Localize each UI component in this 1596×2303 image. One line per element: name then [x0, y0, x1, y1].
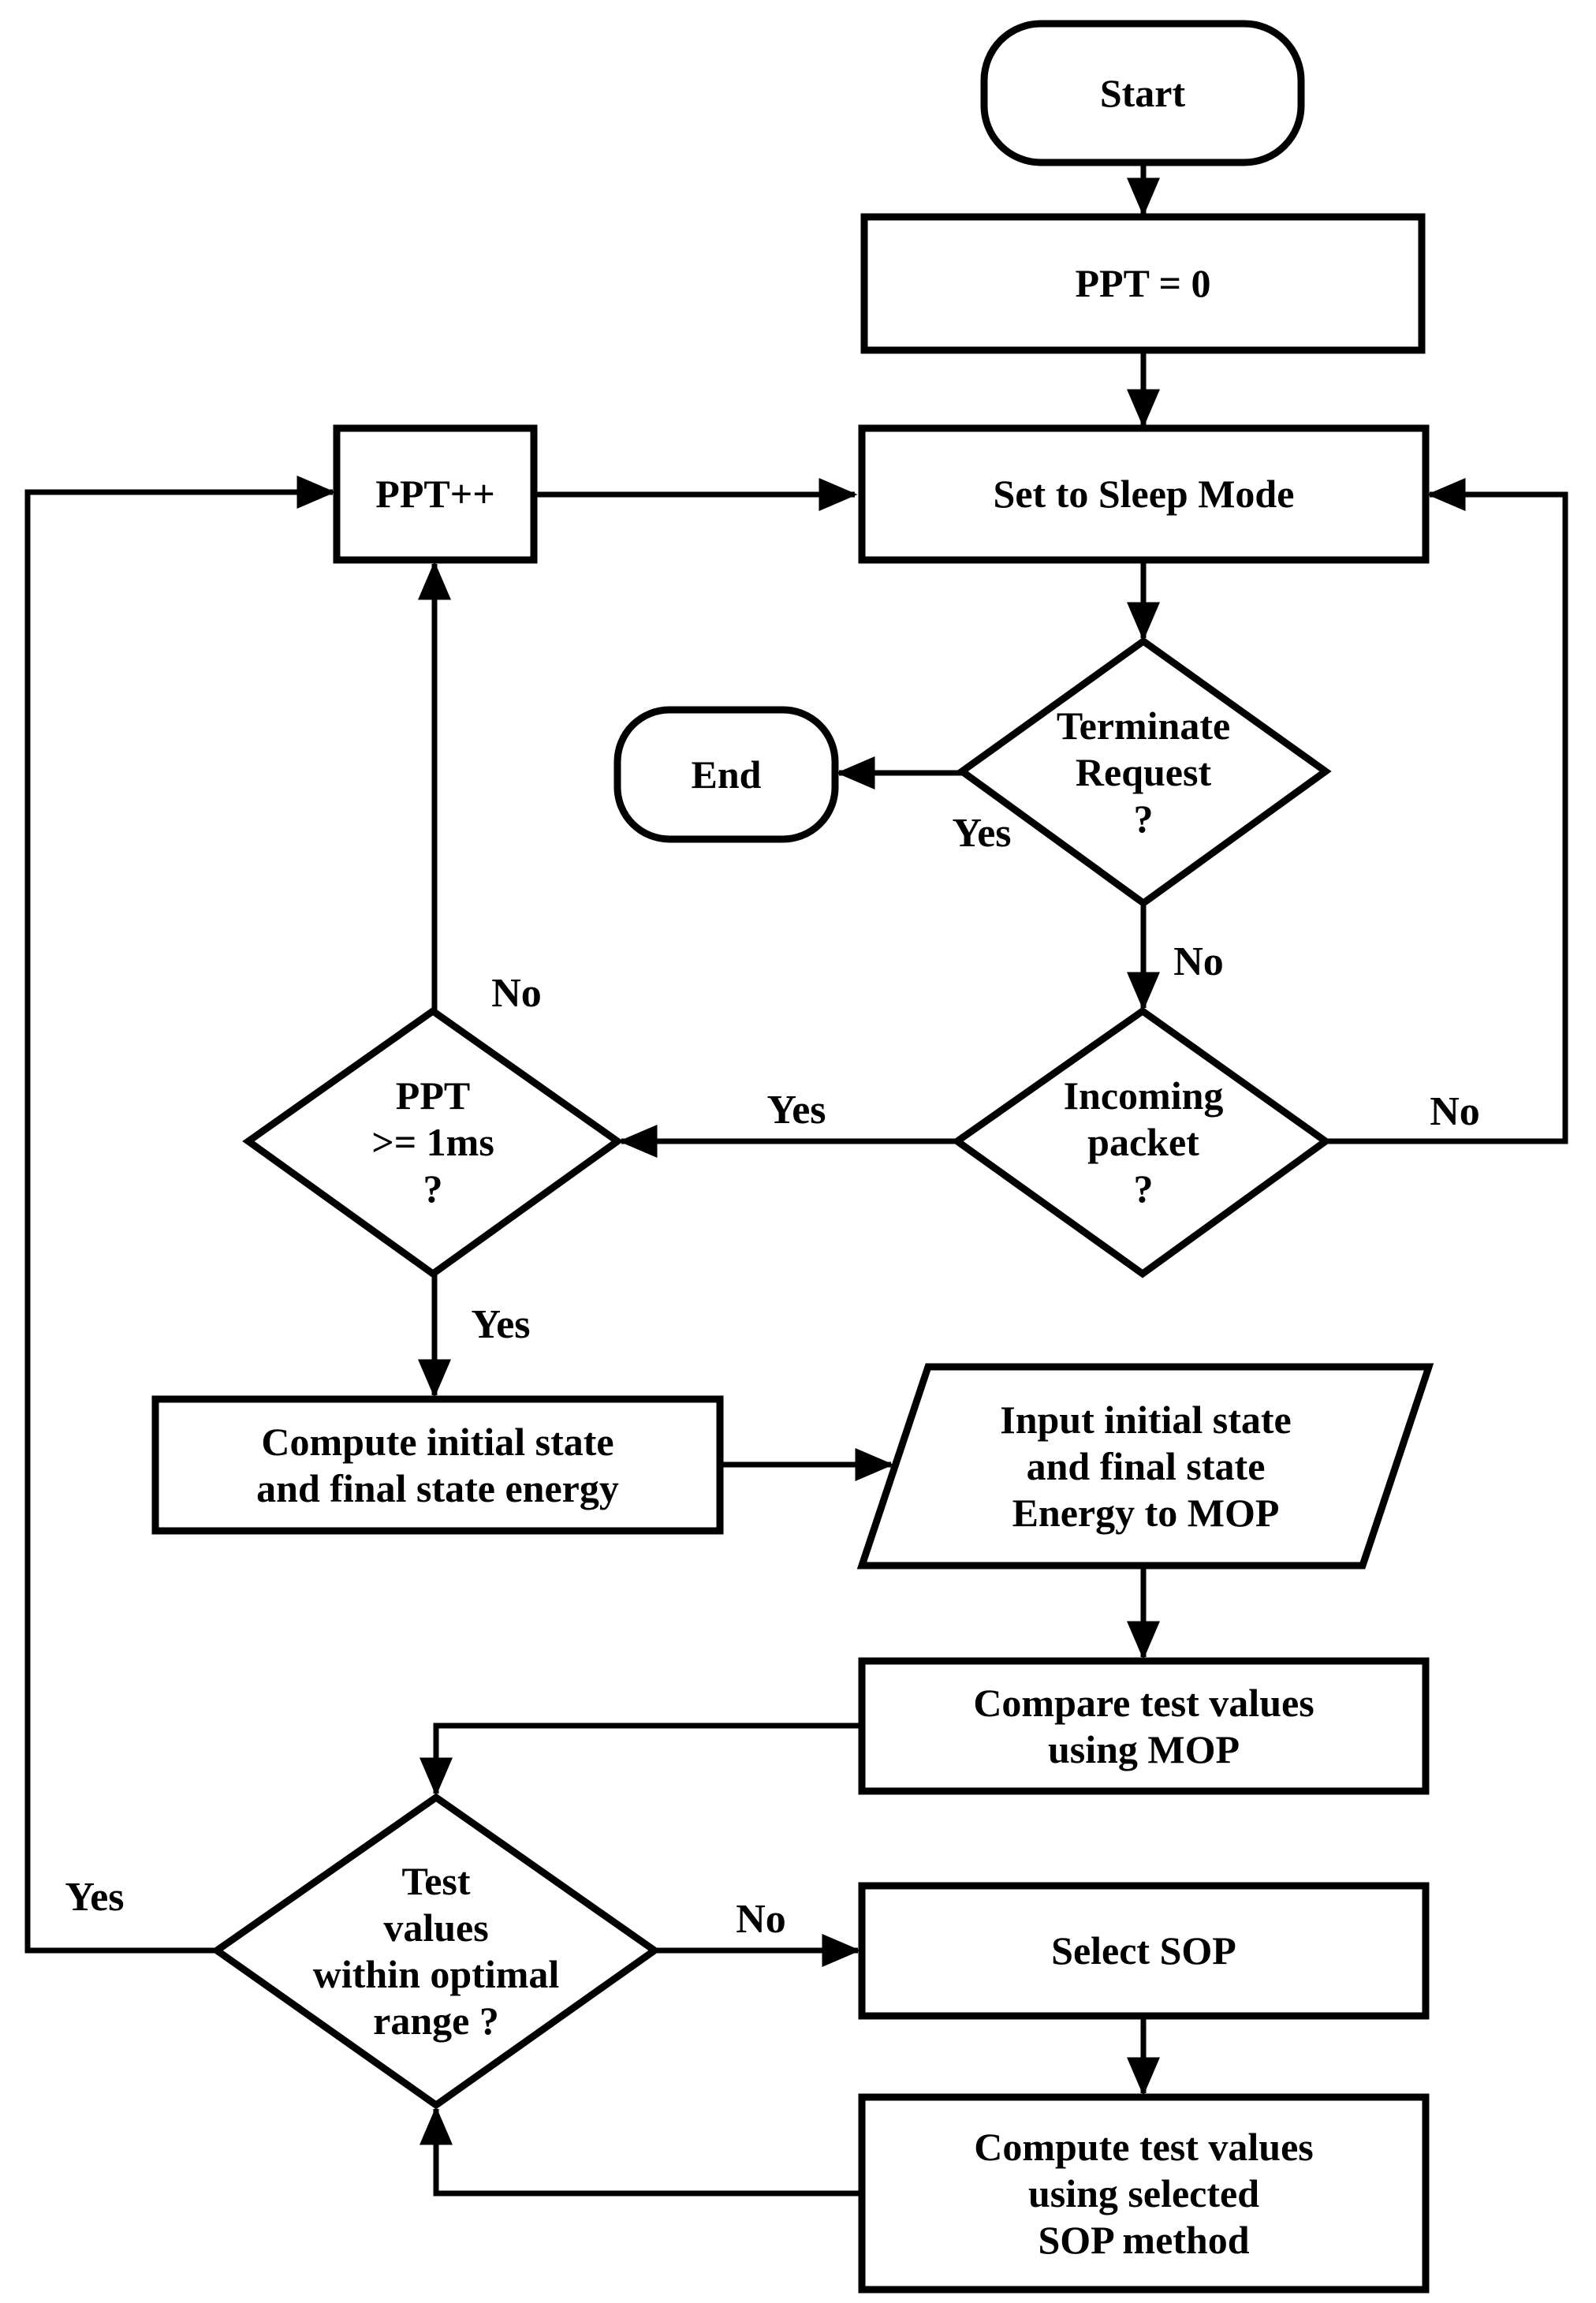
terminate-no-label: No	[1173, 939, 1224, 985]
end-terminator-label: End	[691, 752, 762, 797]
incoming-no-label: No	[1430, 1089, 1480, 1135]
ppt-threshold-decision-label: PPT >= 1ms ?	[371, 1073, 494, 1211]
terminate-yes-label: Yes	[952, 811, 1012, 857]
ppt-zero-process-label: PPT = 0	[1075, 261, 1211, 305]
incoming-yes-label: Yes	[766, 1088, 826, 1133]
compute-energy-process-shape	[151, 1395, 724, 1535]
edge-compute-sop-to-optimal-range	[420, 2106, 862, 2197]
incoming-packet-decision-shape	[951, 1006, 1332, 1278]
input-mop-io-shape	[856, 1363, 1434, 1570]
optimal-no-label: No	[736, 1897, 786, 1943]
select-sop-process-shape	[858, 1882, 1430, 2020]
compute-sop-process-label: Compute test values using selected SOP m…	[974, 2124, 1314, 2262]
optimal-yes-label: Yes	[65, 1875, 125, 1920]
select-sop-process-label: Select SOP	[1051, 1928, 1236, 1973]
ppt-no-label: No	[491, 971, 542, 1017]
incoming-packet-decision-label: Incoming packet ?	[1063, 1073, 1224, 1211]
edge-optimal-yes-to-ppt-increment	[24, 476, 336, 1954]
terminate-request-decision-label: Terminate Request ?	[1056, 703, 1231, 841]
end-terminator-shape	[613, 706, 839, 843]
edge-compare-to-optimal-range	[420, 1723, 862, 1797]
sleep-mode-process-label: Set to Sleep Mode	[993, 472, 1295, 516]
edge-incoming-no-to-sleep	[1326, 478, 1568, 1144]
sleep-mode-process-shape	[858, 424, 1430, 564]
compare-mop-process-shape	[858, 1657, 1430, 1795]
ppt-increment-process-shape	[333, 424, 538, 564]
input-mop-io-label: Input initial state and final state Ener…	[1000, 1397, 1292, 1535]
ppt-yes-label: Yes	[471, 1302, 531, 1348]
start-terminator-label: Start	[1099, 70, 1186, 115]
optimal-range-decision-label: Test values within optimal range ?	[312, 1859, 560, 2043]
ppt-zero-process-shape	[860, 213, 1426, 354]
compute-sop-process-shape	[858, 2093, 1430, 2294]
compute-energy-process-label: Compute initial state and final state en…	[256, 1419, 619, 1510]
ppt-increment-process-label: PPT++	[375, 472, 495, 516]
optimal-range-decision-shape	[211, 1793, 661, 2110]
compare-mop-process-label: Compare test values using MOP	[973, 1680, 1314, 1771]
